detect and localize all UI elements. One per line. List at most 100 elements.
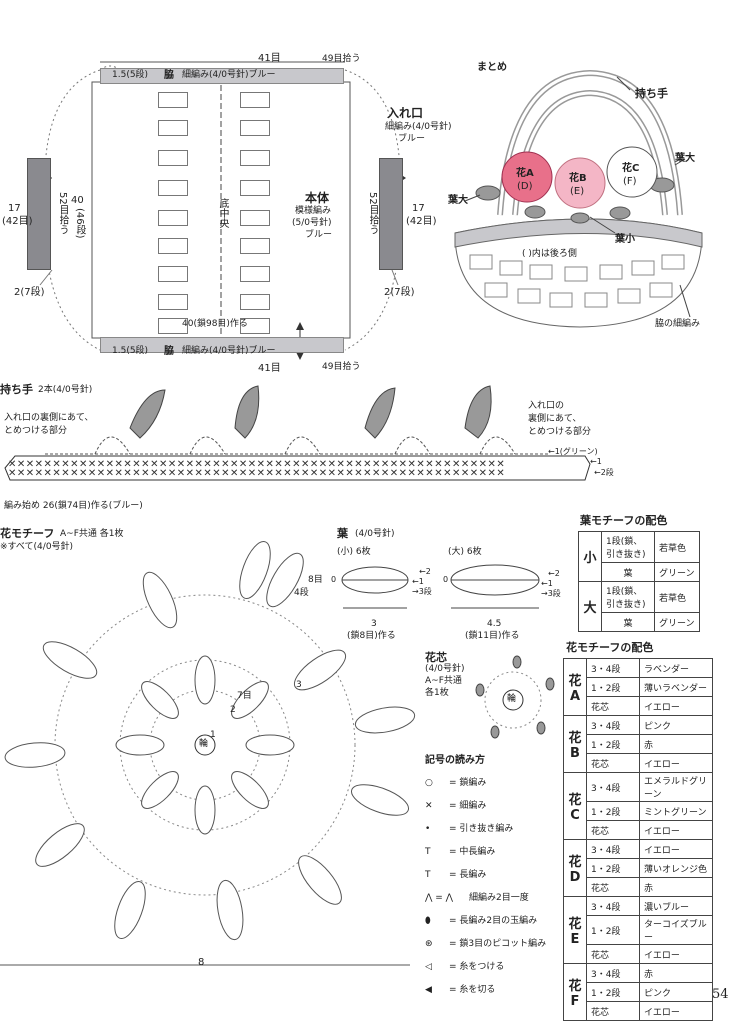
core-title: 花芯 bbox=[425, 651, 447, 664]
finish-title: まとめ bbox=[477, 62, 507, 73]
flower-ring: 輪 bbox=[199, 739, 209, 749]
leaf-large-count: (大) 6枚 bbox=[448, 547, 482, 557]
flower-label-8: 8目 bbox=[308, 575, 323, 585]
leaf-small-label: 葉小 bbox=[615, 234, 635, 245]
flower-b-sub: (E) bbox=[570, 186, 585, 197]
flower-label-4: 4段 bbox=[294, 588, 309, 598]
back-note: ( )内は後ろ側 bbox=[522, 249, 577, 259]
flower-b-label: 花B bbox=[569, 173, 587, 184]
bottom-band-title: 脇 bbox=[164, 346, 174, 357]
flower-a-label: 花A bbox=[516, 168, 534, 179]
bottom-band-desc: 細編み(4/0号針)ブルー bbox=[182, 346, 276, 356]
leaf-small-start: 0 bbox=[331, 575, 337, 584]
flower-label-7: 7目 bbox=[237, 691, 252, 701]
svg-text:✕✕✕✕✕✕✕✕✕✕✕✕✕✕✕✕✕✕✕✕✕✕✕✕✕✕✕✕✕✕: ✕✕✕✕✕✕✕✕✕✕✕✕✕✕✕✕✕✕✕✕✕✕✕✕✕✕✕✕✕✕✕✕✕✕✕✕✕✕✕✕… bbox=[8, 468, 505, 479]
handle-row-2: ←2段 bbox=[594, 468, 614, 477]
handle-start-note: 編み始め 26(鎖74目)作る(ブルー) bbox=[4, 501, 143, 511]
main-body-stitch: 模様編み bbox=[295, 206, 332, 216]
leaf-small-count: (小) 6枚 bbox=[337, 547, 371, 557]
svg-text:✕✕✕✕✕✕✕✕✕✕✕✕✕✕✕✕✕✕✕✕✕✕✕✕✕✕✕✕✕✕: ✕✕✕✕✕✕✕✕✕✕✕✕✕✕✕✕✕✕✕✕✕✕✕✕✕✕✕✕✕✕✕✕✕✕✕✕✕✕✕✕… bbox=[8, 459, 505, 470]
opening-stitch: 細編み(4/0号針) bbox=[385, 122, 452, 132]
top-stitch-count: 41目 bbox=[258, 53, 281, 64]
legend-item: ○= 鎖編み bbox=[425, 778, 487, 788]
leaf-small-row-3: →3段 bbox=[412, 587, 432, 596]
legend-title: 記号の読み方 bbox=[425, 755, 485, 766]
legend-item: ◀= 糸を切る bbox=[425, 985, 496, 995]
handle-title: 持ち手 bbox=[0, 383, 33, 396]
leaf-big-right: 葉大 bbox=[675, 153, 695, 164]
handle-note-right-2: 裏側にあて、 bbox=[528, 414, 582, 424]
right-width: 17 bbox=[412, 203, 425, 214]
legend-item: ⋀ = ⋀細編み2目一度 bbox=[425, 893, 529, 903]
main-body-hook: (5/0号針) bbox=[292, 218, 332, 228]
leaf-small-row-1: ←1 bbox=[412, 577, 424, 586]
handle-row-1-green: ←1(グリーン) bbox=[548, 447, 598, 456]
legend-list: ○= 鎖編み ✕= 細編み •= 引き抜き編み T= 中長編み T= 長編み ⋀… bbox=[425, 775, 575, 1005]
flower-chart bbox=[0, 541, 416, 966]
body-height: 40 bbox=[71, 195, 84, 206]
opening-title: 入れ口 bbox=[387, 106, 424, 120]
flower-c-sub: (F) bbox=[623, 176, 637, 187]
top-pickup-count: 49目拾う bbox=[322, 54, 361, 64]
left-width: 17 bbox=[8, 203, 21, 214]
leaf-big-left: 葉大 bbox=[448, 195, 468, 206]
right-rows: 2(7段) bbox=[384, 287, 415, 298]
page-number: 54 bbox=[712, 987, 729, 1002]
leaf-large-width: 4.5 bbox=[487, 619, 502, 629]
flower-title-sub: A~F共通 各1枚 bbox=[60, 529, 124, 539]
bag-handle-label: 持ち手 bbox=[635, 87, 668, 100]
left-pickup: 52目拾う bbox=[57, 192, 68, 235]
flower-colors-title: 花モチーフの配色 bbox=[566, 641, 654, 654]
flower-c-label: 花C bbox=[622, 163, 640, 174]
right-opening-band bbox=[379, 158, 403, 270]
legend-item: ✕= 細編み bbox=[425, 801, 487, 811]
core-hook: (4/0号針) bbox=[425, 664, 465, 674]
body-outline-svg bbox=[28, 61, 406, 360]
body-rows: (46段) bbox=[74, 208, 85, 239]
leaf-small-row-2: ←2 bbox=[419, 567, 431, 576]
right-stitches: (42目) bbox=[406, 216, 437, 227]
main-body-title: 本体 bbox=[305, 191, 330, 205]
left-opening-band bbox=[27, 158, 51, 270]
bottom-side-band bbox=[100, 337, 344, 353]
leaf-title-sub: (4/0号針) bbox=[355, 529, 395, 539]
flower-width: 8 bbox=[198, 957, 205, 968]
core-count: 各1枚 bbox=[425, 688, 449, 698]
flower-a-sub: (D) bbox=[517, 181, 533, 192]
opening-color: ブルー bbox=[398, 134, 426, 144]
legend-item: •= 引き抜き編み bbox=[425, 824, 514, 834]
top-band-desc: 細編み(4/0号針)ブルー bbox=[182, 70, 276, 80]
flower-title: 花モチーフ bbox=[0, 527, 55, 540]
top-band-rows: 1.5(5段) bbox=[112, 70, 149, 80]
legend-item: ⊛= 鎖3目のピコット編み bbox=[425, 939, 547, 949]
handle-note-right-3: とめつける部分 bbox=[528, 427, 592, 437]
leaf-large-row-1: ←1 bbox=[541, 579, 553, 588]
handle-row-1: ←1 bbox=[590, 457, 602, 466]
side-band-label: 脇の細編み bbox=[655, 319, 701, 329]
main-body-color: ブルー bbox=[305, 230, 333, 240]
core-ring: 輪 bbox=[507, 694, 517, 704]
bag-illustration bbox=[454, 69, 703, 328]
bottom-band-rows: 1.5(5段) bbox=[112, 346, 149, 356]
right-pickup: 52目拾う bbox=[367, 192, 378, 235]
left-stitches: (42目) bbox=[2, 216, 33, 227]
leaf-small-chain: (鎖8目)作る bbox=[347, 631, 396, 641]
leaf-large-chain: (鎖11目)作る bbox=[465, 631, 520, 641]
flower-note: ※すべて(4/0号針) bbox=[0, 542, 74, 552]
leaf-charts bbox=[341, 564, 540, 609]
bottom-center-label: 底中央 bbox=[217, 198, 228, 228]
legend-item: T= 長編み bbox=[425, 870, 487, 880]
handle-chart: ✕✕✕✕✕✕✕✕✕✕✕✕✕✕✕✕✕✕✕✕✕✕✕✕✕✕✕✕✕✕✕✕✕✕✕✕✕✕✕✕… bbox=[4, 385, 591, 481]
leaf-small-width: 3 bbox=[371, 619, 377, 629]
legend-item: ⬮= 長編み2目の玉編み bbox=[425, 916, 538, 926]
base-chain-label: 40(鎖98目)作る bbox=[182, 319, 248, 329]
flower-label-1: 1 bbox=[210, 730, 216, 740]
bottom-stitch-count: 41目 bbox=[258, 363, 281, 374]
flower-label-3: 3 bbox=[296, 680, 302, 690]
leaf-title: 葉 bbox=[337, 527, 348, 540]
core-common: A~F共通 bbox=[425, 676, 462, 686]
handle-note-left-2: とめつける部分 bbox=[4, 426, 68, 436]
leaf-colors-title: 葉モチーフの配色 bbox=[580, 514, 668, 527]
